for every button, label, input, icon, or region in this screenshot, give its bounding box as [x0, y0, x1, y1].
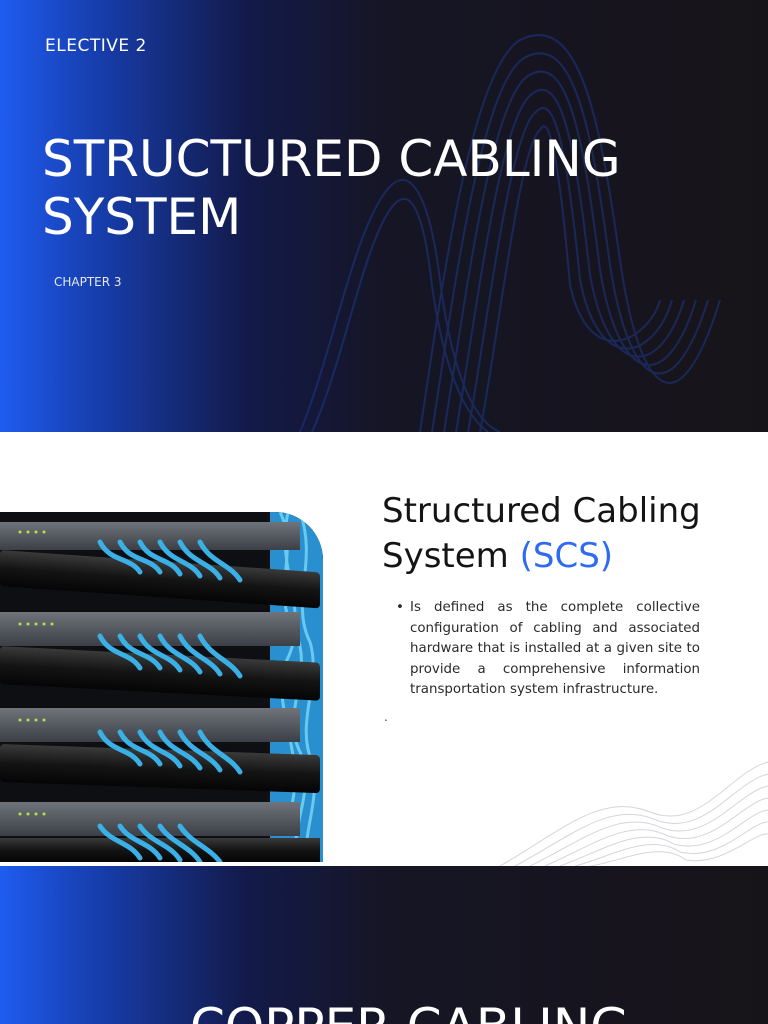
contour-lines-decoration [499, 761, 768, 866]
definition-list: Is defined as the complete collective co… [396, 598, 700, 701]
title-slide: ELECTIVE 2 STRUCTURED CABLING SYSTEM CHA… [0, 0, 768, 432]
server-rack-illustration [0, 512, 323, 862]
content-slide: Structured Cabling System (SCS) Is defin… [0, 432, 768, 866]
list-item: Is defined as the complete collective co… [396, 598, 700, 701]
server-rack-image [0, 512, 323, 862]
slide-title: STRUCTURED CABLING SYSTEM [42, 130, 621, 246]
next-slide: COPPER CABLING [0, 866, 768, 1024]
slide-title: COPPER CABLING [190, 998, 629, 1024]
heading-accent: (SCS) [519, 536, 614, 576]
section-heading: Structured Cabling System (SCS) [382, 489, 762, 579]
course-label: ELECTIVE 2 [45, 36, 147, 56]
chapter-label: CHAPTER 3 [54, 275, 122, 289]
wave-lines-decoration [299, 34, 721, 432]
heading-main: Structured Cabling System [382, 491, 701, 576]
trailing-mark: . [384, 710, 388, 724]
